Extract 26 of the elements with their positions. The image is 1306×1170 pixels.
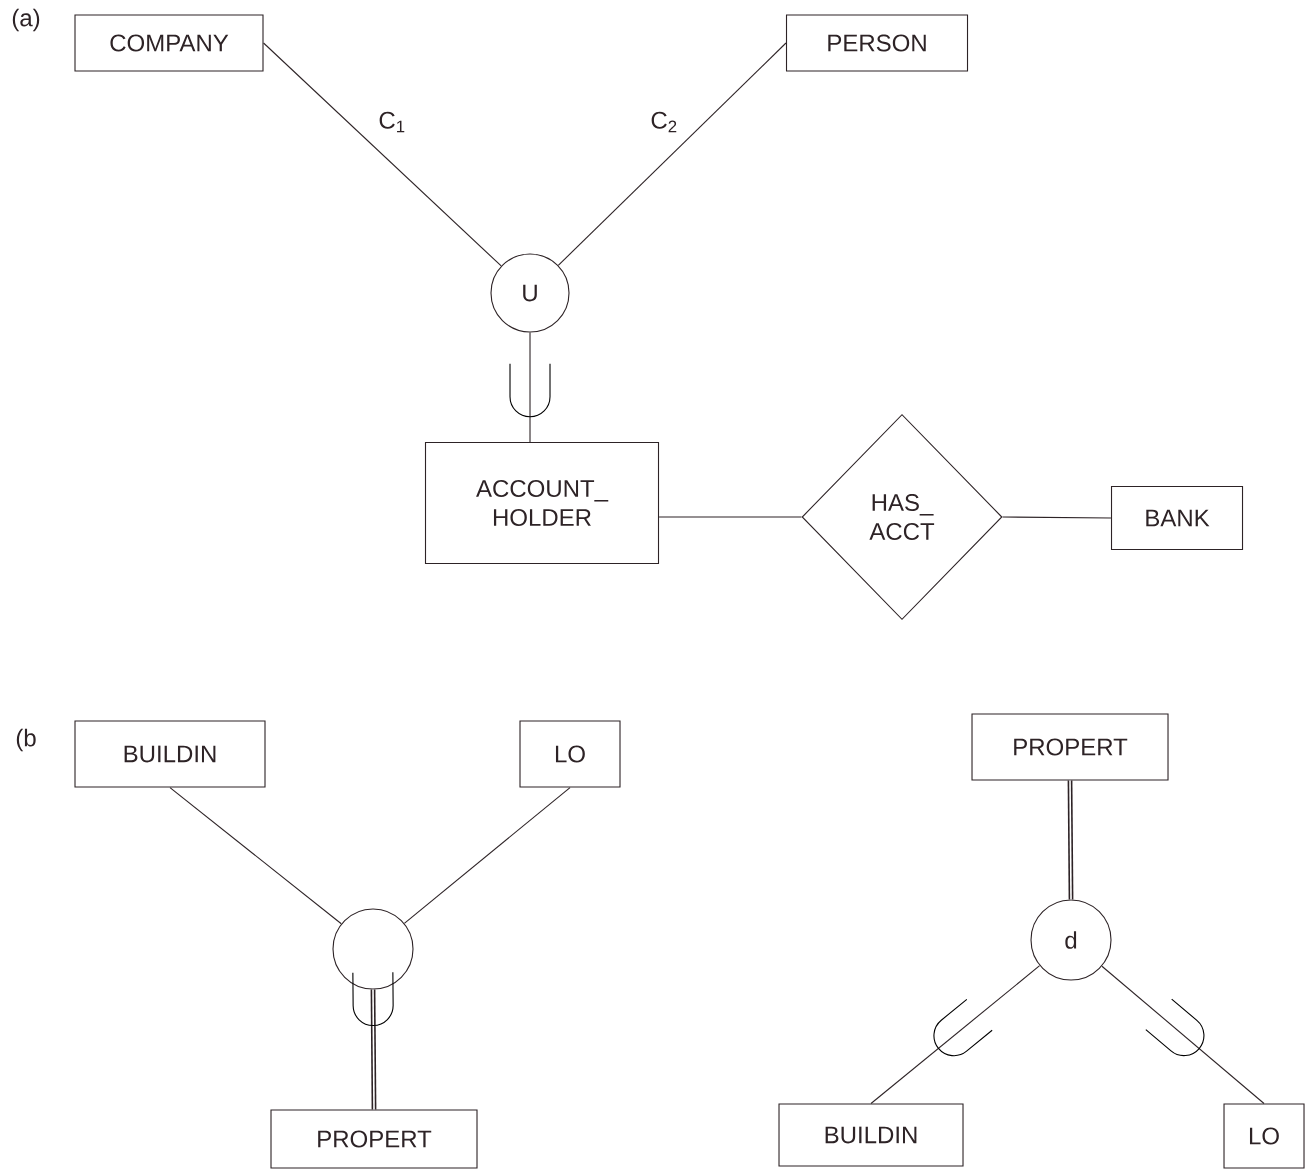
connector-line bbox=[529, 332, 531, 443]
connector-line bbox=[658, 516, 802, 518]
entity-box: ACCOUNT_ HOLDER bbox=[424, 441, 660, 565]
connector-line bbox=[557, 42, 787, 266]
connector-line bbox=[1101, 965, 1265, 1104]
connector-line bbox=[403, 787, 571, 924]
entity-box: BANK bbox=[1110, 485, 1244, 551]
entity-box: PERSON bbox=[785, 14, 969, 72]
connector-line bbox=[169, 787, 342, 925]
category-circle bbox=[332, 908, 414, 990]
entity-box: COMPANY bbox=[74, 14, 264, 72]
entity-box: LO bbox=[519, 720, 621, 788]
entity-box: BUILDIN bbox=[74, 720, 266, 788]
entity-box: BUILDIN bbox=[778, 1103, 964, 1167]
panel-label: (a) bbox=[12, 8, 40, 32]
connector-line bbox=[870, 965, 1041, 1104]
connector-line bbox=[370, 988, 377, 1111]
panel-label: (b bbox=[16, 728, 36, 752]
connector-line bbox=[1002, 516, 1112, 519]
entity-box: LO bbox=[1223, 1103, 1305, 1169]
edge-label: C$_{1}$ bbox=[379, 111, 405, 133]
entity-box: PROPERT bbox=[270, 1109, 478, 1169]
connector-line bbox=[1067, 779, 1074, 901]
connector-line bbox=[263, 42, 502, 267]
entity-box: PROPERT bbox=[971, 713, 1169, 781]
edge-label: C$_{2}$ bbox=[651, 111, 677, 133]
